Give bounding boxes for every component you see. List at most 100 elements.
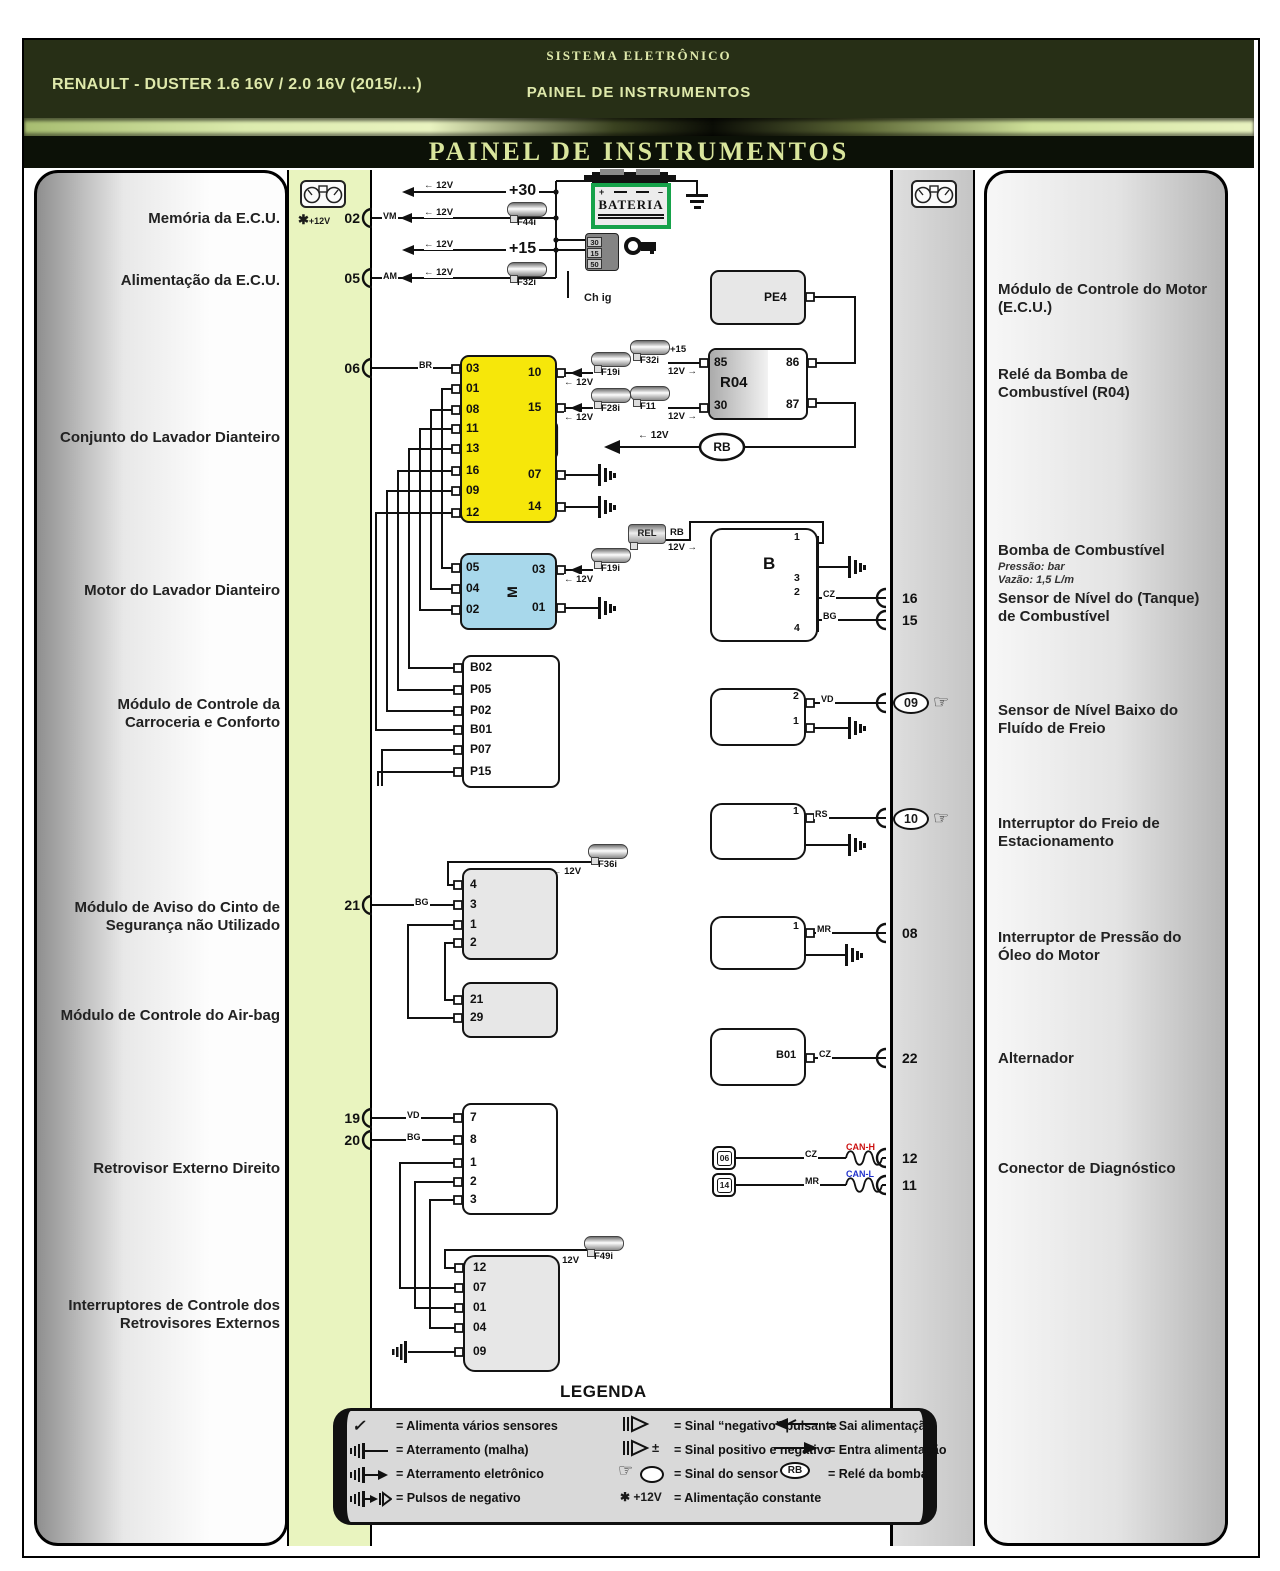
pin-label: 01 — [532, 600, 546, 614]
pin-label: 09 — [473, 1344, 487, 1358]
key-icon — [624, 237, 656, 255]
pin-label: 15 — [528, 400, 542, 414]
section-title: PAINEL DE INSTRUMENTOS — [526, 84, 752, 101]
fuse-f32i-2: F32i — [630, 340, 676, 366]
v12-out: ← 12V — [424, 239, 454, 250]
diag-connector-14: 14 — [712, 1173, 736, 1197]
alternator-b01: B01 — [776, 1049, 797, 1061]
gradient-band — [24, 118, 1254, 136]
battery: +– BATERIA — [591, 183, 671, 229]
can-h-label: CAN-H — [846, 1142, 875, 1152]
right-label-panel — [984, 170, 1228, 1546]
right-label: Bomba de Combustível — [998, 542, 1165, 559]
pin-label: 21 — [470, 992, 484, 1006]
pump-flow-note: Vazão: 1,5 L/m — [998, 574, 1075, 586]
strip-pin-21: 21 — [344, 897, 360, 913]
ignition-terminal-15: 15 — [587, 248, 602, 258]
pump-letter: B — [763, 554, 776, 573]
pin-label: 16 — [466, 463, 480, 477]
wire-rs: RS — [814, 809, 829, 819]
pin-label: 2 — [793, 690, 799, 702]
pin-label: 1 — [793, 920, 799, 932]
ignition-switch: 30 15 50 — [585, 233, 619, 271]
pin-label: 03 — [466, 361, 480, 375]
mirror-switches-block — [463, 1255, 560, 1372]
right-label: Interruptor do Freio de Estacionamento — [998, 815, 1160, 851]
pin-label: 07 — [473, 1280, 487, 1294]
fuse-f44i: F44i — [507, 202, 553, 228]
mirror-block — [462, 1103, 558, 1215]
legend-item: = Sinal “negativo” pulsante — [674, 1419, 837, 1433]
pin-label: 30 — [714, 398, 728, 412]
pin-label: 05 — [466, 560, 480, 574]
pin-label: B01 — [470, 722, 493, 736]
legend-item: = Sai alimentação — [828, 1419, 934, 1433]
fuse-icon — [584, 1236, 624, 1251]
relay-r04-block — [708, 348, 808, 420]
brake-fluid-sensor-block — [710, 688, 806, 746]
pin-label: 86 — [786, 355, 800, 369]
right-label: Sensor de Nível Baixo do Fluído de Freio — [998, 702, 1179, 738]
airbag-module-block — [462, 982, 558, 1038]
pin-label: 14 — [528, 499, 542, 513]
page-title-band: PAINEL DE INSTRUMENTOS — [24, 136, 1254, 168]
pump-pressure-note: Pressão: bar — [998, 561, 1065, 573]
diag-connector-06: 06 — [712, 1146, 736, 1170]
v12-in: 12V → — [668, 542, 698, 553]
ignition-terminal-30: 30 — [587, 237, 602, 247]
v12-out: ← 12V — [638, 430, 669, 441]
wire-cz: CZ — [818, 1049, 832, 1059]
pin-label: 04 — [466, 581, 480, 595]
pin-label: 10 — [528, 365, 542, 379]
plus30-label: +30 — [506, 182, 540, 200]
pin-label: 3 — [470, 897, 477, 911]
seatbelt-module-block — [462, 868, 558, 960]
pin-label: P15 — [470, 764, 492, 778]
legend-title: LEGENDA — [560, 1382, 647, 1401]
legend-item: = Aterramento eletrônico — [396, 1467, 544, 1481]
rb-oval-label: RB — [713, 440, 731, 454]
constant-power-icon: ✱ +12V — [620, 1490, 662, 1504]
fuse-icon — [630, 386, 670, 401]
pin-label: 11 — [466, 421, 479, 435]
parking-brake-switch-block — [710, 803, 806, 860]
right-label: Alternador — [998, 1050, 1074, 1067]
wire-br: BR — [418, 360, 433, 370]
instrument-cluster-icon — [300, 180, 346, 208]
plus15-label: +15 — [506, 240, 540, 258]
plus-minus: ± — [652, 1440, 660, 1455]
can-l-label: CAN-L — [846, 1169, 874, 1179]
rel-relay-icon: REL — [628, 524, 666, 544]
power-in-icon — [774, 1442, 818, 1454]
fuse-f49i: F49i — [584, 1236, 630, 1262]
pin-label: 07 — [528, 467, 542, 481]
fuse-f19i-2: F19i — [591, 548, 637, 574]
pin-label: 01 — [466, 381, 480, 395]
pin-label: 2 — [794, 586, 800, 598]
fuse-f19i: F19i — [591, 352, 637, 378]
pin-label: 4 — [470, 877, 477, 891]
left-label: Conjunto do Lavador Dianteiro — [60, 429, 280, 446]
power-out-icon — [774, 1418, 818, 1430]
fuse-f32i: F32i — [507, 262, 553, 288]
pin-label: 1 — [793, 715, 799, 727]
right-label: Conector de Diagnóstico — [998, 1160, 1176, 1177]
v12-in: 12V → — [668, 366, 698, 377]
pin-label: 1 — [470, 917, 477, 931]
strip-pin-16: 16 — [902, 590, 918, 606]
pin-label: 04 — [473, 1320, 487, 1334]
left-label: Interruptores de Controle dos Retrovisor… — [68, 1297, 280, 1333]
vehicle-title: RENAULT - DUSTER 1.6 16V / 2.0 16V (2015… — [52, 76, 423, 93]
ground-malha-icon — [350, 1443, 388, 1459]
pin-label: 29 — [470, 1010, 484, 1024]
pe4-label: PE4 — [764, 290, 787, 304]
header-band — [24, 40, 1254, 118]
v12-out: ← 12V — [552, 866, 582, 877]
pin-label: 8 — [470, 1132, 477, 1146]
pin-label: 85 — [714, 355, 728, 369]
fuse-icon — [630, 340, 670, 355]
left-label: Retrovisor Externo Direito — [93, 1160, 280, 1177]
pin-label: 3 — [794, 572, 800, 584]
twisted-pair-icon — [845, 1150, 883, 1193]
